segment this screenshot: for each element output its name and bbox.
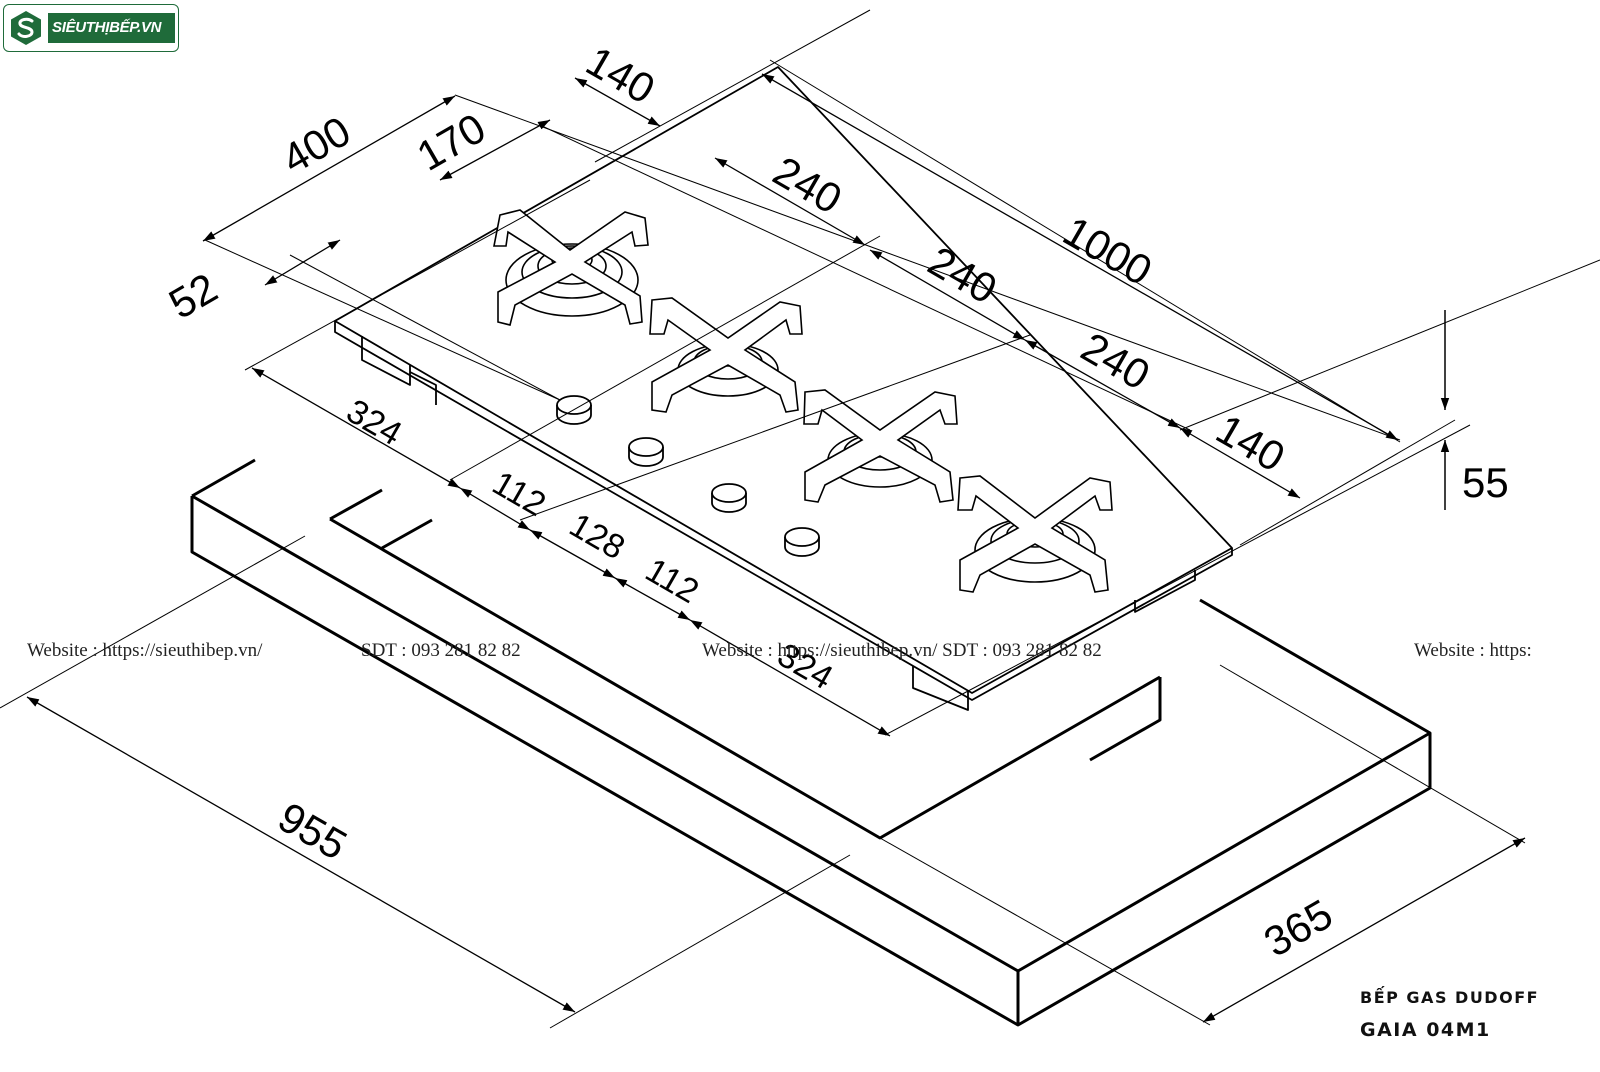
dim-knob-left-324: 324 [340, 392, 408, 453]
knob-2 [628, 437, 664, 467]
knob-4 [784, 527, 820, 557]
dim-140-right: 140 [1209, 405, 1293, 481]
dim-140-left: 140 [579, 37, 663, 113]
watermark-website-cut: Website : https: [1414, 640, 1532, 661]
burner-4 [957, 475, 1113, 593]
dim-400: 400 [274, 107, 358, 183]
product-brand: BẾP GAS DUDOFF [1360, 988, 1540, 1007]
dim-knob-112-a: 112 [486, 464, 552, 524]
knobs [556, 395, 820, 557]
dim-total-width: 1000 [1056, 207, 1160, 294]
product-model: GAIA 04M1 [1360, 1019, 1491, 1041]
dim-height-55: 55 [1462, 459, 1509, 506]
knob-3 [711, 483, 747, 513]
dim-240-c: 240 [1074, 323, 1158, 399]
watermark-phone: SDT : 093 281 82 82 [361, 640, 521, 661]
watermark-website-phone: Website : https://sieuthibep.vn/ SDT : 0… [702, 640, 1102, 661]
dimension-lines [26, 73, 1526, 1023]
dim-cutout-365: 365 [1256, 890, 1340, 966]
burner-1 [493, 209, 649, 326]
dim-knob-112-b: 112 [639, 551, 705, 611]
brand-logo: SIÊUTHỊBẾP.VN [3, 4, 179, 52]
knob-1 [556, 395, 592, 425]
logo-s-icon [11, 11, 41, 45]
dim-knob-128: 128 [563, 506, 631, 567]
dim-52: 52 [161, 264, 225, 328]
watermark-website: Website : https://sieuthibep.vn/ [27, 640, 263, 661]
dim-cutout-955: 955 [271, 793, 355, 869]
logo-text: SIÊUTHỊBẾP.VN [48, 13, 175, 43]
